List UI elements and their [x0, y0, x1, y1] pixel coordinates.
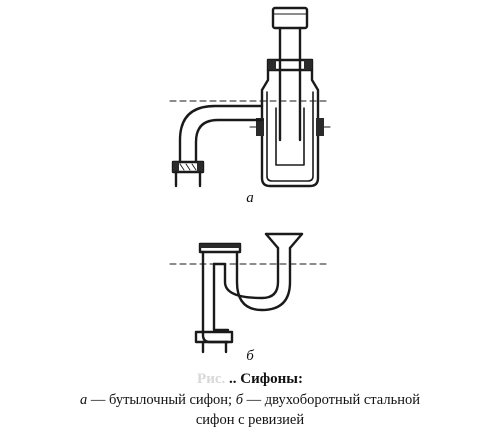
- inner-tube: [275, 107, 305, 166]
- outlet-coupling-shade-left: [173, 162, 179, 172]
- collar-nut-shade-right: [304, 60, 312, 70]
- bottle-siphon: [169, 6, 331, 188]
- caption-text-b: — двухоборотный стальной: [243, 392, 420, 408]
- coupling-hatch: [179, 163, 197, 171]
- flared-mouth: [264, 232, 304, 250]
- caption-line-2: сифон с ревизией: [195, 412, 305, 428]
- outlet-arm-outer: [178, 104, 264, 164]
- caption-line-1: а — бутылочный сифон; б — двухоборотный …: [0, 390, 500, 410]
- caption-title-line: Рис. .. Сифоны:: [0, 368, 500, 390]
- double-bend-siphon: [169, 232, 327, 354]
- left-leg-inner: [212, 262, 230, 332]
- bottom-outlet: [201, 340, 228, 354]
- outlet-arm-inner: [194, 118, 264, 164]
- caption-title: Сифоны:: [240, 371, 303, 387]
- bottle-body: [260, 68, 320, 188]
- collar-nut-shade: [268, 60, 276, 70]
- revision-cap-shade: [200, 244, 240, 248]
- u-bend-inner: [212, 246, 280, 300]
- label-a: а: [246, 190, 254, 206]
- figure-caption: Рис. .. Сифоны: а — бутылочный сифон; б …: [0, 368, 500, 430]
- clamp-right: [316, 118, 324, 136]
- clamp-left: [256, 118, 264, 136]
- caption-marker-a: а: [80, 392, 88, 408]
- top-nut: [271, 6, 309, 30]
- caption-text-a: — бутылочный сифон;: [87, 392, 236, 408]
- bottle-inner-wall: [266, 91, 314, 182]
- u-bend-outer: [235, 246, 292, 312]
- caption-prefix: ..: [229, 371, 237, 387]
- figure-number: Рис.: [197, 371, 226, 387]
- label-b: б: [246, 348, 254, 364]
- bottom-collar: [194, 330, 234, 344]
- caption-marker-b: б: [235, 392, 244, 408]
- outlet-coupling-shade-right: [197, 162, 203, 172]
- outlet-stub: [174, 170, 202, 188]
